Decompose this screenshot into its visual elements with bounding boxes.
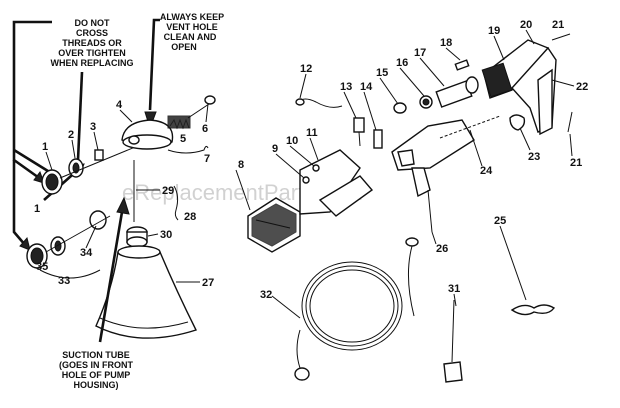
part-nozzle-cap-lower: [26, 243, 48, 269]
part-lower-seal: [50, 236, 66, 256]
callout-35: 35: [36, 261, 48, 273]
callout-5: 5: [180, 133, 186, 145]
callout-3: 3: [90, 121, 96, 133]
part-tip-seal: [94, 149, 104, 161]
part-pump-housing: [247, 197, 301, 253]
callout-12: 12: [300, 63, 312, 75]
callout-22: 22: [576, 81, 588, 93]
callout-30: 30: [160, 229, 172, 241]
callout-21: 21: [552, 19, 564, 31]
callout-10: 10: [286, 135, 298, 147]
part-nut-15: [393, 102, 407, 114]
part-leg-26: [427, 189, 433, 233]
note-suction-tube-line-2: (GOES IN FRONT: [59, 360, 134, 370]
part-filter: [126, 226, 148, 248]
part-spring: [167, 115, 191, 130]
callout-2: 2: [68, 129, 74, 141]
callout-4: 4: [116, 99, 123, 111]
callout-16: 16: [396, 57, 408, 69]
note-do-not-cross-line-3: THREADS OR: [62, 38, 122, 48]
part-piston-rod: [187, 95, 216, 119]
part-screw-21-top: [551, 33, 571, 41]
part-dome-housing: [121, 119, 174, 150]
note-vent-hole-line-4: OPEN: [171, 42, 197, 52]
bracket-7: [167, 145, 209, 154]
callout-32: 32: [260, 289, 272, 301]
callout-33: 33: [58, 275, 70, 287]
part-gun-body: [391, 119, 475, 198]
callout-24: 24: [480, 165, 493, 177]
part-valve-14: [373, 129, 383, 149]
callout-26: 26: [436, 243, 448, 255]
callout-20: 20: [520, 19, 532, 31]
part-nut-16: [419, 95, 433, 109]
callout-7: 7: [204, 153, 210, 165]
leader-lines: [45, 29, 575, 319]
callout-21-lower: 21: [570, 157, 582, 169]
bracket-33: [39, 269, 101, 279]
part-bracket-23: [509, 114, 526, 131]
part-pin-18: [454, 59, 470, 71]
part-valve-13: [353, 117, 365, 147]
note-do-not-cross-arrows: [12, 20, 85, 251]
part-clip-25: [510, 304, 556, 316]
callout-28: 28: [184, 211, 196, 223]
note-suction-tube-line-1: SUCTION TUBE: [62, 350, 130, 360]
part-rod-24: [439, 115, 501, 139]
part-hanger-hook: [295, 98, 343, 108]
callout-labels: 1 2 3 4 5 6 7 8 9 10 11 12 13 14 15 16 1…: [34, 19, 588, 301]
callout-14: 14: [360, 81, 373, 93]
bracket-28: [173, 185, 179, 221]
note-vent-hole-line-3: CLEAN AND: [164, 32, 217, 42]
callout-15: 15: [376, 67, 388, 79]
callout-1-lower: 1: [34, 203, 40, 215]
note-do-not-cross: DO NOT CROSS THREADS OR OVER TIGHTEN WHE…: [51, 18, 134, 68]
note-vent-hole-line-1: ALWAYS KEEP: [160, 12, 224, 22]
callout-25: 25: [494, 215, 506, 227]
note-vent-hole-arrow: [144, 18, 160, 130]
part-spray-tip: [68, 158, 84, 178]
suction-tube-arrow: [98, 196, 130, 343]
note-do-not-cross-line-1: DO NOT: [75, 18, 111, 28]
callout-29: 29: [162, 185, 174, 197]
part-screw-9: [302, 176, 310, 184]
part-piston-17: [435, 76, 479, 108]
note-suction-tube: SUCTION TUBE (GOES IN FRONT HOLE OF PUMP…: [59, 350, 134, 390]
callout-9: 9: [272, 143, 278, 155]
part-screw-10: [312, 164, 320, 172]
note-vent-hole: ALWAYS KEEP VENT HOLE CLEAN AND OPEN: [160, 12, 224, 52]
callout-1: 1: [42, 141, 48, 153]
callout-31: 31: [448, 283, 460, 295]
part-screw-21-bottom: [567, 111, 573, 133]
callout-13: 13: [340, 81, 352, 93]
callout-19: 19: [488, 25, 500, 37]
callout-34: 34: [80, 247, 93, 259]
part-plug-31: [443, 299, 463, 383]
callout-8: 8: [238, 159, 244, 171]
note-suction-tube-line-3: HOLE OF PUMP: [62, 370, 131, 380]
callout-23: 23: [528, 151, 540, 163]
note-suction-tube-line-4: HOUSING): [74, 380, 119, 390]
callout-6: 6: [202, 123, 208, 135]
note-do-not-cross-line-4: OVER TIGHTEN: [58, 48, 126, 58]
note-vent-hole-line-2: VENT HOLE: [166, 22, 218, 32]
part-hose: [294, 261, 403, 381]
callout-27: 27: [202, 277, 214, 289]
part-nozzle-cap-upper: [41, 169, 63, 195]
callout-18: 18: [440, 37, 452, 49]
callout-17: 17: [414, 47, 426, 59]
part-body-plate: [299, 149, 374, 217]
note-do-not-cross-line-5: WHEN REPLACING: [51, 58, 134, 68]
note-do-not-cross-line-2: CROSS: [76, 28, 108, 38]
part-motor-housing: [481, 39, 557, 136]
part-paint-container: [95, 245, 197, 339]
part-hose-fitting: [405, 237, 419, 317]
callout-11: 11: [306, 127, 318, 139]
